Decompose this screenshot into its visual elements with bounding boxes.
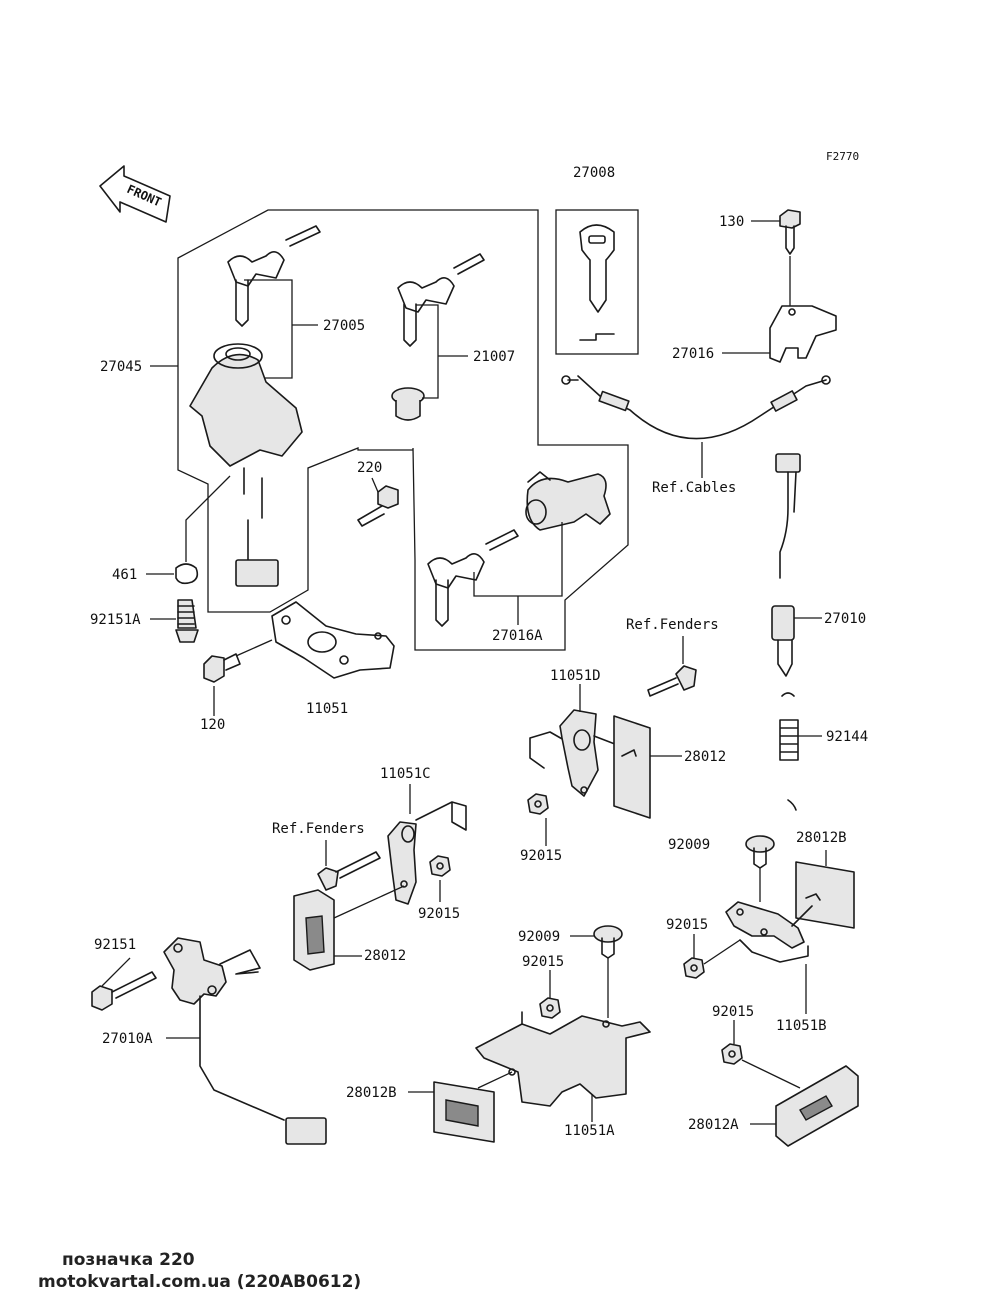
front-direction-arrow-icon: FRONT bbox=[99, 165, 171, 223]
label-11051C: 11051C bbox=[380, 766, 431, 782]
label-92144: 92144 bbox=[826, 729, 868, 745]
key-box-27008 bbox=[555, 209, 639, 355]
reflector-28012-top-icon bbox=[613, 715, 651, 819]
label-11051: 11051 bbox=[306, 701, 348, 717]
nut-92015-c-icon bbox=[683, 957, 705, 979]
bolt-130-icon bbox=[779, 209, 801, 255]
bolt-fenders-mid-icon bbox=[317, 851, 381, 891]
label-ref-fenders-top: Ref.Fenders bbox=[626, 617, 719, 633]
label-92151A: 92151A bbox=[90, 612, 141, 628]
label-ref-cables: Ref.Cables bbox=[652, 480, 736, 496]
label-27010: 27010 bbox=[824, 611, 866, 627]
label-11051D: 11051D bbox=[550, 668, 601, 684]
screw-92009-bottom-icon bbox=[593, 925, 623, 959]
switch-27010A-icon bbox=[163, 937, 327, 1145]
plate-11051-icon bbox=[271, 601, 395, 679]
switch-27010-icon bbox=[771, 453, 801, 677]
nut-92015-e-icon bbox=[721, 1043, 743, 1065]
label-92015-c: 92015 bbox=[666, 917, 708, 933]
label-11051B: 11051B bbox=[776, 1018, 827, 1034]
nut-92015-b-icon bbox=[429, 855, 451, 877]
clip-461-icon bbox=[175, 563, 199, 585]
front-label: FRONT bbox=[125, 182, 164, 209]
key-27008-icon bbox=[579, 224, 615, 341]
bolt-120-icon bbox=[203, 653, 241, 683]
reflector-28012-mid-icon bbox=[293, 889, 335, 971]
reflector-28012B-right-icon bbox=[795, 861, 855, 929]
figure-code: F2770 bbox=[826, 150, 859, 163]
label-92015-a: 92015 bbox=[520, 848, 562, 864]
bracket-11051A-icon bbox=[475, 1011, 651, 1107]
cable-icon bbox=[561, 375, 831, 440]
keys-21007-icon bbox=[397, 253, 485, 347]
label-21007: 21007 bbox=[473, 349, 515, 365]
keys-27005-icon bbox=[227, 225, 321, 327]
label-ref-fenders-mid: Ref.Fenders bbox=[272, 821, 365, 837]
label-28012A: 28012A bbox=[688, 1117, 739, 1133]
seat-lock-27016A-icon bbox=[525, 471, 611, 531]
spring-92144-icon bbox=[779, 692, 799, 811]
label-92151: 92151 bbox=[94, 937, 136, 953]
label-27045: 27045 bbox=[100, 359, 142, 375]
bracket-27016-icon bbox=[769, 305, 837, 363]
label-28012B-left: 28012B bbox=[346, 1085, 397, 1101]
screw-92009-right-icon bbox=[745, 835, 775, 869]
label-92015-e: 92015 bbox=[712, 1004, 754, 1020]
label-27016A: 27016A bbox=[492, 628, 543, 644]
label-120: 120 bbox=[200, 717, 225, 733]
label-461: 461 bbox=[112, 567, 137, 583]
label-27010A: 27010A bbox=[102, 1031, 153, 1047]
label-220: 220 bbox=[357, 460, 382, 476]
bolt-92151A-icon bbox=[175, 599, 199, 643]
ignition-switch-27045-icon bbox=[189, 343, 303, 587]
nut-92015-d-icon bbox=[539, 997, 561, 1019]
label-28012B-right: 28012B bbox=[796, 830, 847, 846]
footer-source: motokvartal.com.ua (220AB0612) bbox=[38, 1272, 362, 1292]
label-27008: 27008 bbox=[573, 165, 615, 181]
label-130: 130 bbox=[719, 214, 744, 230]
bolt-220-icon bbox=[357, 485, 399, 527]
reflector-28012B-left-icon bbox=[433, 1081, 495, 1143]
keys-27016A-icon bbox=[427, 529, 519, 627]
label-27005: 27005 bbox=[323, 318, 365, 334]
label-92009-bottom: 92009 bbox=[518, 929, 560, 945]
label-27016: 27016 bbox=[672, 346, 714, 362]
cap-21007-icon bbox=[391, 387, 425, 421]
bracket-11051C-icon bbox=[387, 801, 467, 905]
label-28012-top: 28012 bbox=[684, 749, 726, 765]
label-92015-d: 92015 bbox=[522, 954, 564, 970]
label-28012-mid: 28012 bbox=[364, 948, 406, 964]
label-11051A: 11051A bbox=[564, 1123, 615, 1139]
label-92015-b: 92015 bbox=[418, 906, 460, 922]
nut-92015-a-icon bbox=[527, 793, 549, 815]
bolt-fenders-top-icon bbox=[647, 665, 697, 697]
footer-caption: позначка 220 bbox=[62, 1250, 195, 1270]
bolt-92151-icon bbox=[91, 971, 157, 1011]
label-92009-right: 92009 bbox=[668, 837, 710, 853]
bracket-11051B-icon bbox=[725, 901, 813, 963]
bracket-11051D-icon bbox=[529, 709, 621, 797]
group-outline-27045 bbox=[177, 209, 629, 651]
reflector-28012A-icon bbox=[775, 1065, 859, 1147]
